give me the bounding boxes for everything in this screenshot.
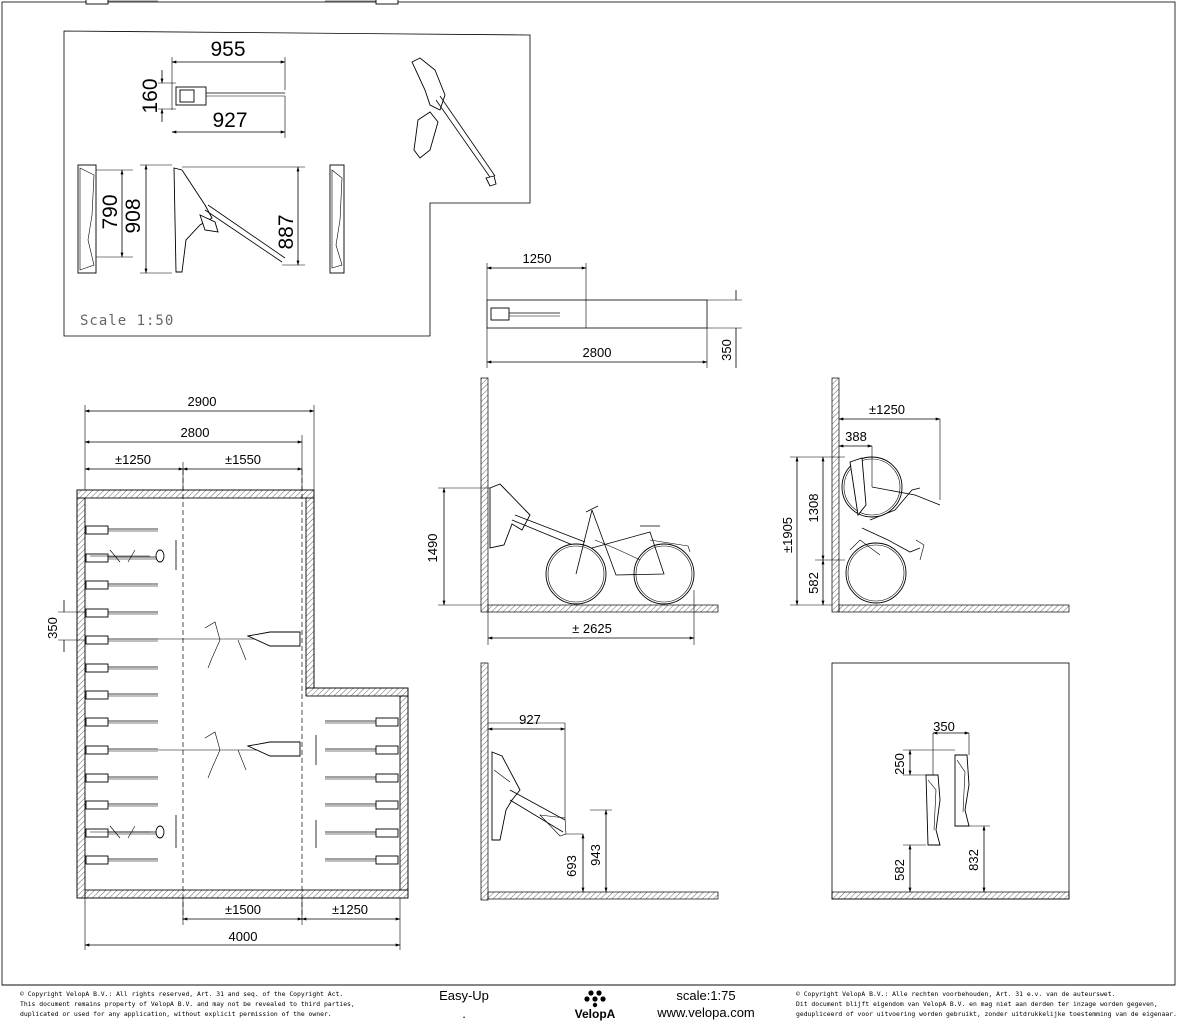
dim-908: 908 xyxy=(122,198,145,233)
dim-1250-plan: ±1250 xyxy=(115,452,151,467)
drawing-scale: scale:1:75 xyxy=(676,988,735,1003)
dim-887: 887 xyxy=(275,214,298,249)
top-view-strip: 1250 2800 350 xyxy=(486,251,742,368)
dim-943: 943 xyxy=(588,844,603,866)
dim-927-folded: 927 xyxy=(519,712,541,727)
dim-160: 160 xyxy=(139,78,162,113)
dim-1250-top: 1250 xyxy=(523,251,552,266)
dim-4000: 4000 xyxy=(229,929,258,944)
velopa-logo: VelopA xyxy=(575,990,616,1021)
website-link[interactable]: www.velopa.com xyxy=(656,1005,755,1020)
dim-350-plan: 350 xyxy=(45,617,60,639)
dim-2900: 2900 xyxy=(188,394,217,409)
floor-plan: 2900 2800 ±1250 ±1550 350 ±1500 ±1250 40… xyxy=(45,0,409,950)
plan-right-racks xyxy=(315,0,399,865)
dim-955: 955 xyxy=(210,38,245,61)
dim-790: 790 xyxy=(99,194,122,229)
dim-350-top: 350 xyxy=(719,339,734,361)
plan-bike-lowered-1 xyxy=(158,621,301,669)
dim-1500: ±1500 xyxy=(225,902,261,917)
dim-1250-stacked: ±1250 xyxy=(869,402,905,417)
side-elevation-loaded: 1490 ± 2625 xyxy=(425,377,719,645)
dim-350-staggered: 350 xyxy=(933,719,955,734)
footer: © Copyright VelopA B.V.: All rights rese… xyxy=(20,988,1177,1021)
dim-1250-alcove: ±1250 xyxy=(332,902,368,917)
dim-582-staggered: 582 xyxy=(892,859,907,881)
copyright-en-line1: © Copyright VelopA B.V.: All rights rese… xyxy=(20,990,343,998)
dim-250: 250 xyxy=(892,753,907,775)
dim-832: 832 xyxy=(966,849,981,871)
dim-582-stacked: 582 xyxy=(806,572,821,594)
staggered-racks-elevation: 350 250 582 832 xyxy=(831,662,1070,900)
copyright-nl-line3: gedupliceerd of voor uitvoering worden g… xyxy=(796,1010,1177,1018)
dim-2800: 2800 xyxy=(181,425,210,440)
dim-693: 693 xyxy=(564,855,579,877)
product-name: Easy-Up xyxy=(439,988,489,1003)
plan-left-racks xyxy=(85,0,301,865)
dim-1308: 1308 xyxy=(806,494,821,523)
rack-top-view xyxy=(158,57,286,138)
dim-2800-top: 2800 xyxy=(583,345,612,360)
plan-bike-lowered-2 xyxy=(158,731,301,779)
dim-1905: ±1905 xyxy=(780,517,795,553)
dim-927: 927 xyxy=(212,109,247,132)
product-dot: . xyxy=(462,1006,466,1021)
copyright-en-line2: This document remains property of VelopA… xyxy=(20,1000,355,1008)
inset-detail-panel: 955 160 927 790 908 887 Scale 1:50 xyxy=(63,30,531,337)
plan-bike-top xyxy=(90,540,177,570)
copyright-nl-line2: Dit document blijft eigendom van VelopA … xyxy=(796,1000,1158,1008)
copyright-en-line3: duplicated or used for any application, … xyxy=(20,1010,332,1018)
dim-388: 388 xyxy=(845,429,867,444)
dim-1550: ±1550 xyxy=(225,452,261,467)
copyright-nl-line1: © Copyright VelopA B.V.: Alle rechten vo… xyxy=(796,990,1115,998)
brand-wordmark: VelopA xyxy=(575,1007,616,1021)
stacked-elevation: ±1250 388 ±1905 1308 582 xyxy=(780,377,1070,613)
folded-rack-elevation: 927 693 943 xyxy=(480,662,719,901)
inset-scale-label: Scale 1:50 xyxy=(80,313,174,329)
lower-wheel xyxy=(845,542,907,604)
rack-side-profile xyxy=(77,164,345,274)
dim-2625: ± 2625 xyxy=(572,621,612,636)
rack-perspective-sketch xyxy=(411,57,497,187)
dim-1490: 1490 xyxy=(425,534,440,563)
plan-bike-bottom xyxy=(90,815,177,848)
